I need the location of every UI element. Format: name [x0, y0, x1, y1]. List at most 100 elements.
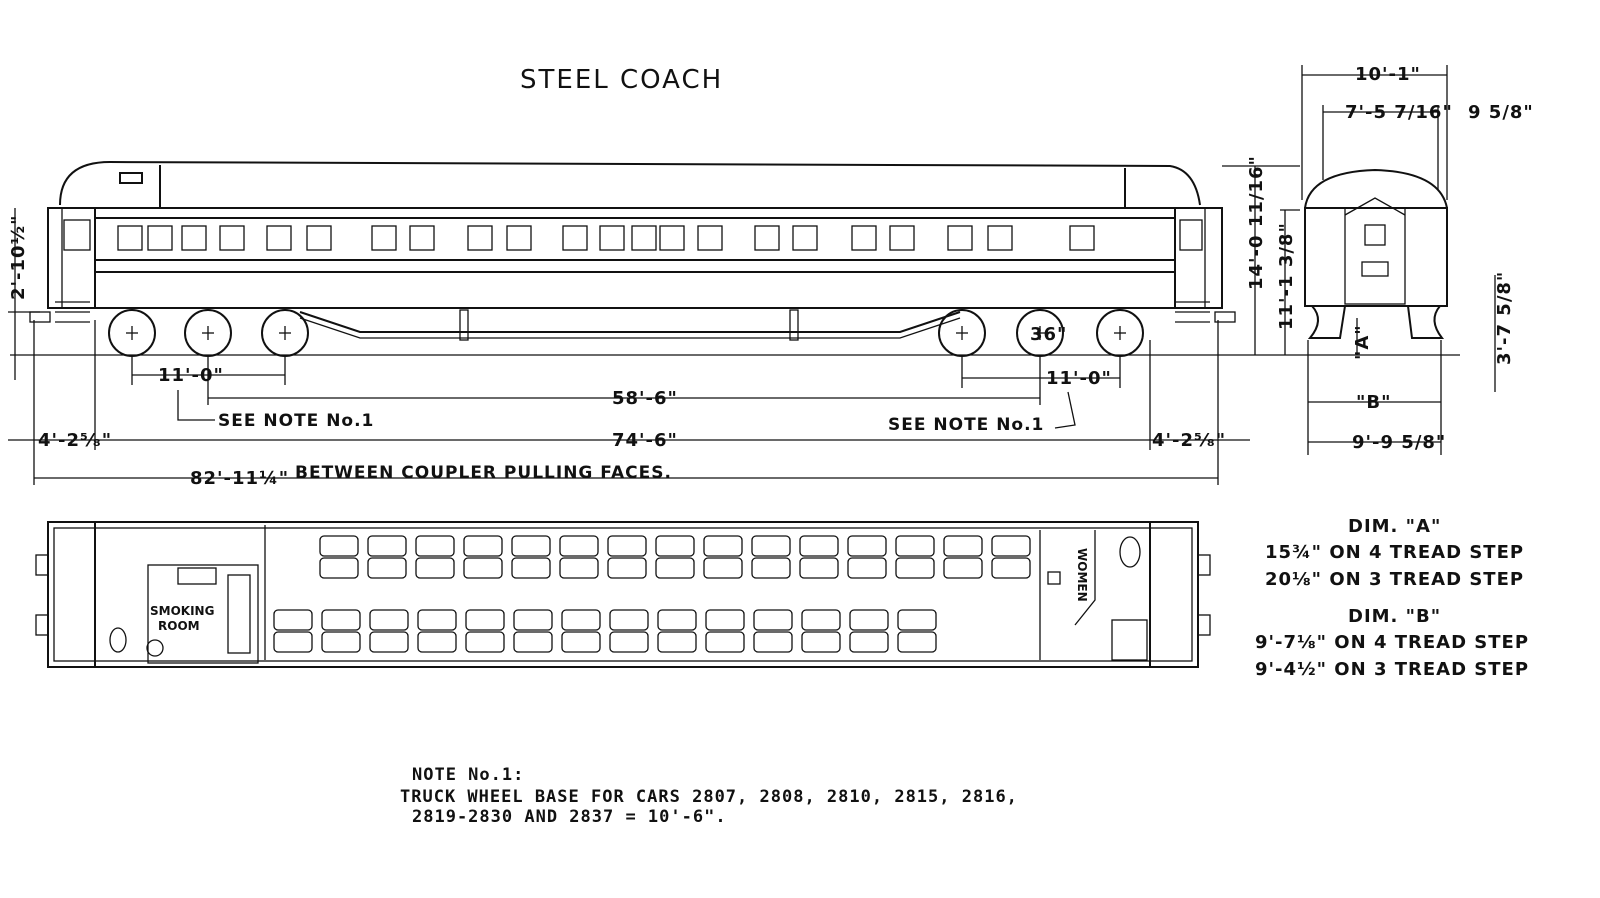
side-window — [889, 225, 915, 251]
side-window — [467, 225, 493, 251]
smoking-room-label-2: ROOM — [158, 619, 200, 633]
side-window — [987, 225, 1013, 251]
truck-centers-label: 58'-6" — [612, 388, 678, 409]
seat — [511, 557, 551, 579]
side-window — [181, 225, 207, 251]
seat — [849, 631, 889, 653]
seat — [609, 609, 649, 631]
seat — [847, 535, 887, 557]
legend-line-6: 9'-4½" ON 3 TREAD STEP — [1255, 659, 1529, 680]
seat — [417, 609, 457, 631]
seat — [751, 557, 791, 579]
seat — [705, 631, 745, 653]
women-label: WOMEN — [1075, 548, 1089, 602]
seat — [655, 535, 695, 557]
seat — [561, 631, 601, 653]
side-window — [697, 225, 723, 251]
seat — [657, 609, 697, 631]
truck-right-label: 11'-0" — [1046, 368, 1112, 389]
seat — [513, 631, 553, 653]
note-line-2: 2819-2830 AND 2837 = 10'-6". — [412, 807, 727, 827]
seat — [463, 535, 503, 557]
seat — [991, 557, 1031, 579]
end-view: 10'-1" 7'-5 7/16" 9 5/8" "A" "B" 9'-9 5/… — [1300, 64, 1533, 455]
length-dimensions: 4'-2⁵⁄₈" 74'-6" 4'-2⁵⁄₈" 82'-11¼" BETWEE… — [8, 320, 1250, 489]
seat — [895, 535, 935, 557]
side-elevation: 36" — [10, 160, 1300, 357]
seat — [703, 535, 743, 557]
side-window — [754, 225, 780, 251]
end-width-inner-label: 7'-5 7/16" — [1345, 102, 1453, 123]
seat — [369, 631, 409, 653]
side-window — [631, 225, 657, 251]
wheel-diameter-label: 36" — [1030, 324, 1067, 345]
seat — [417, 631, 457, 653]
note-line-1: TRUCK WHEEL BASE FOR CARS 2807, 2808, 28… — [400, 787, 1018, 807]
seat — [991, 535, 1031, 557]
note-block: NOTE No.1: TRUCK WHEEL BASE FOR CARS 280… — [400, 765, 1018, 827]
coupler-length-label: 82'-11¼" — [190, 468, 289, 489]
legend-line-2: 15¾" ON 4 TREAD STEP — [1265, 542, 1524, 563]
legend-line-3: 20⅛" ON 3 TREAD STEP — [1265, 569, 1524, 590]
seat — [273, 631, 313, 653]
seat — [943, 535, 983, 557]
truck-left-label: 11'-0" — [158, 365, 224, 386]
side-window — [219, 225, 245, 251]
diagram-title: STEEL COACH — [520, 65, 723, 95]
left-height-dim: 2'-10½" — [8, 208, 40, 380]
seat — [751, 535, 791, 557]
seat — [943, 557, 983, 579]
dim-a-label: "A" — [1352, 324, 1373, 360]
overhang-right-label: 4'-2⁵⁄₈" — [1152, 430, 1226, 451]
seat — [465, 631, 505, 653]
side-window — [947, 225, 973, 251]
seat — [703, 557, 743, 579]
seat — [655, 557, 695, 579]
seat — [801, 609, 841, 631]
seat — [367, 535, 407, 557]
seat — [319, 557, 359, 579]
seat — [607, 535, 647, 557]
seat — [369, 609, 409, 631]
note-title: NOTE No.1: — [412, 765, 524, 785]
seat — [609, 631, 649, 653]
side-window — [659, 225, 685, 251]
side-window — [147, 225, 173, 251]
side-window — [1069, 225, 1095, 251]
side-window — [266, 225, 292, 251]
seat — [415, 557, 455, 579]
seat — [799, 535, 839, 557]
seat — [705, 609, 745, 631]
floor-height-label: 11'-1 3/8" — [1276, 222, 1297, 330]
seat — [847, 557, 887, 579]
end-width-overall-label: 10'-1" — [1355, 64, 1421, 85]
seat — [511, 535, 551, 557]
seat — [897, 609, 937, 631]
smoking-room-label-1: SMOKING — [150, 604, 214, 618]
dimension-legend: DIM. "A" 15¾" ON 4 TREAD STEP 20⅛" ON 3 … — [1255, 516, 1529, 680]
seat — [607, 557, 647, 579]
body-length-label: 74'-6" — [612, 430, 678, 451]
seat — [415, 535, 455, 557]
left-height-label: 2'-10½" — [8, 214, 29, 300]
overall-height-label: 14'-0 11/16" — [1246, 155, 1267, 290]
side-window — [851, 225, 877, 251]
side-window — [409, 225, 435, 251]
see-note-left: SEE NOTE No.1 — [218, 411, 374, 431]
seat — [273, 609, 313, 631]
seat — [321, 631, 361, 653]
side-window — [792, 225, 818, 251]
seat — [513, 609, 553, 631]
legend-line-1: DIM. "A" — [1348, 516, 1441, 537]
overhang-left-label: 4'-2⁵⁄₈" — [38, 430, 112, 451]
seat — [657, 631, 697, 653]
step-height-label: 3'-7 5/8" — [1494, 271, 1515, 365]
seat — [465, 609, 505, 631]
side-window — [506, 225, 532, 251]
seat — [753, 609, 793, 631]
legend-line-5: 9'-7⅛" ON 4 TREAD STEP — [1255, 632, 1529, 653]
height-dimensions: 14'-0 11/16" 11'-1 3/8" 3'-7 5/8" — [1222, 155, 1515, 392]
side-window — [306, 225, 332, 251]
seat — [799, 557, 839, 579]
side-window — [371, 225, 397, 251]
